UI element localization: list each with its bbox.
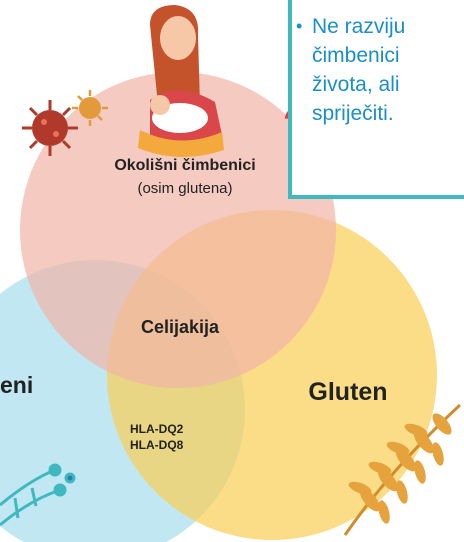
callout-line: života, ali xyxy=(312,73,400,96)
callout-line: čimbenici xyxy=(312,44,400,67)
callout-line: Ne razviju xyxy=(312,15,406,38)
hla-marker: HLA-DQ8 xyxy=(130,438,184,452)
callout-box xyxy=(288,0,464,199)
dna-icon xyxy=(0,463,76,527)
gluten-title: Gluten xyxy=(308,378,388,406)
mother-baby-icon xyxy=(138,5,224,158)
callout-bullet: • xyxy=(296,16,303,36)
genes-title: eni xyxy=(0,372,34,398)
environment-title: Okolišni čimbenici xyxy=(114,157,256,174)
virus-icon-large xyxy=(22,100,78,156)
callout-text: Ne razviju čimbenici života, ali spriječ… xyxy=(312,12,464,128)
center-title: Celijakija xyxy=(140,317,220,337)
hla-marker: HLA-DQ2 xyxy=(130,422,184,436)
callout-line: spriječiti. xyxy=(312,102,394,125)
environment-subtitle: (osim glutena) xyxy=(137,180,233,197)
virus-icon-small xyxy=(72,90,108,126)
environment-circle xyxy=(20,72,336,388)
wheat-icon xyxy=(343,403,462,536)
